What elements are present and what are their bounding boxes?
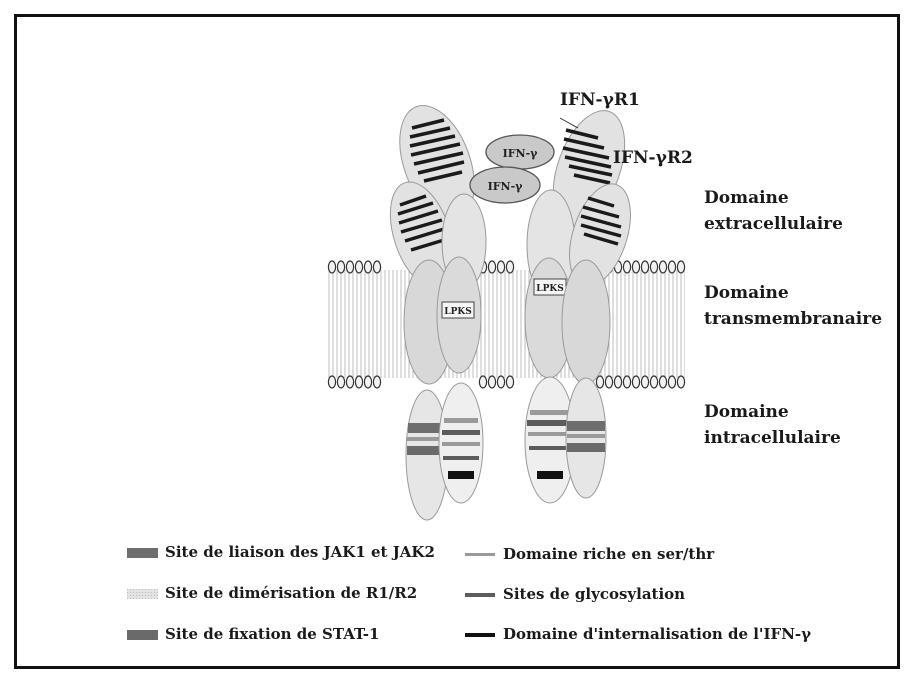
right-r1-intern bbox=[537, 471, 563, 479]
left-r2-serthr-1 bbox=[444, 418, 478, 423]
lipid-head bbox=[658, 375, 668, 389]
label-transmembrane-1: Domaine bbox=[704, 283, 789, 303]
lipid-head bbox=[372, 260, 382, 274]
right-r1-serthr-1 bbox=[530, 410, 570, 415]
lipid-head bbox=[667, 375, 677, 389]
lipid-head bbox=[336, 375, 346, 389]
right-r2-stripes bbox=[580, 196, 622, 246]
lipid-head bbox=[354, 260, 364, 274]
lipid-head bbox=[363, 375, 373, 389]
label-transmembrane-2: transmembranaire bbox=[704, 309, 883, 329]
lipid-head bbox=[478, 375, 488, 389]
right-r2-jak-site bbox=[567, 421, 605, 431]
lipid-head bbox=[622, 260, 632, 274]
legend-glyco-label: Sites de glycosylation bbox=[503, 585, 686, 603]
lipid-head bbox=[604, 375, 614, 389]
right-r1-upper-stripes bbox=[562, 128, 613, 185]
right-r2-stat-site bbox=[567, 443, 605, 452]
lipid-head bbox=[676, 260, 686, 274]
left-r2-glyco-1 bbox=[442, 430, 480, 435]
lipid-head bbox=[496, 375, 506, 389]
membrane-heads-bottom bbox=[327, 375, 686, 389]
legend-intern-label: Domaine d'internalisation de l'IFN-γ bbox=[503, 625, 812, 643]
legend-stat-swatch bbox=[127, 630, 158, 640]
lipid-head bbox=[649, 260, 659, 274]
lipid-head bbox=[676, 375, 686, 389]
legend-serthr-label: Domaine riche en ser/thr bbox=[503, 545, 715, 563]
left-lpks-label: LPKS bbox=[444, 307, 471, 317]
label-ifn-r2: IFN-γR2 bbox=[613, 148, 693, 168]
legend-dimer-label: Site de dimérisation de R1/R2 bbox=[165, 584, 418, 602]
lipid-head bbox=[622, 375, 632, 389]
legend-glyco-swatch bbox=[465, 593, 495, 597]
right-r2-receptor bbox=[561, 183, 631, 499]
lipid-head bbox=[631, 260, 641, 274]
lipid-head bbox=[505, 375, 515, 389]
lipid-head bbox=[667, 260, 677, 274]
lipid-head bbox=[327, 260, 337, 274]
legend-serthr-swatch bbox=[465, 553, 495, 556]
legend-intern-swatch bbox=[465, 633, 495, 637]
left-r2-intern bbox=[448, 471, 474, 479]
left-r2-glyco-2 bbox=[443, 456, 479, 460]
right-r2-tm-domain bbox=[561, 259, 611, 385]
lipid-head bbox=[658, 260, 668, 274]
lipid-head bbox=[354, 375, 364, 389]
left-r1-lower-stripes bbox=[397, 194, 445, 252]
lipid-head bbox=[487, 260, 497, 274]
lipid-head bbox=[345, 260, 355, 274]
lipid-head bbox=[496, 260, 506, 274]
right-lpks-label: LPKS bbox=[536, 284, 563, 294]
left-r1-serthr-1 bbox=[407, 437, 447, 441]
left-r2-receptor: LPKS bbox=[436, 193, 487, 504]
left-lpks-box bbox=[441, 301, 475, 319]
lipid-head bbox=[345, 375, 355, 389]
lipid-head bbox=[363, 260, 373, 274]
label-intracellular-2: intracellulaire bbox=[704, 428, 841, 448]
lipid-head bbox=[649, 375, 659, 389]
label-extracellular-2: extracellulaire bbox=[704, 214, 843, 234]
lipid-head bbox=[595, 375, 605, 389]
lipid-head bbox=[505, 260, 515, 274]
legend-swatches bbox=[127, 548, 495, 640]
right-r1-glyco-2 bbox=[529, 446, 571, 450]
ifn-gamma-top-label: IFN-γ bbox=[503, 147, 539, 160]
membrane-tails bbox=[328, 270, 685, 378]
left-r1-upper-stripes bbox=[409, 118, 465, 183]
lipid-head bbox=[487, 375, 497, 389]
lipid-head bbox=[336, 260, 346, 274]
label-ifn-r1: IFN-γR1 bbox=[560, 90, 640, 110]
label-extracellular-1: Domaine bbox=[704, 188, 789, 208]
left-r1-stat-site bbox=[407, 446, 447, 455]
legend-dimer-swatch bbox=[127, 589, 158, 599]
lipid-head bbox=[613, 375, 623, 389]
lipid-head bbox=[372, 375, 382, 389]
r1-leader-line bbox=[559, 117, 579, 129]
ifn-gamma-bottom-label: IFN-γ bbox=[488, 180, 524, 193]
ifn-gamma-bottom bbox=[469, 166, 541, 204]
right-r1-glyco-1 bbox=[527, 420, 573, 426]
legend-jak-swatch bbox=[127, 548, 158, 558]
legend-stat-label: Site de fixation de STAT-1 bbox=[165, 625, 380, 643]
lipid-head bbox=[631, 375, 641, 389]
ifn-gamma-dimer: IFN-γ IFN-γ bbox=[469, 134, 555, 204]
lipid-head bbox=[640, 375, 650, 389]
lipid-head bbox=[327, 375, 337, 389]
legend-jak-label: Site de liaison des JAK1 et JAK2 bbox=[165, 543, 435, 561]
label-intracellular-1: Domaine bbox=[704, 402, 789, 422]
right-r1-serthr-2 bbox=[528, 432, 572, 436]
right-r2-serthr-1 bbox=[567, 434, 605, 438]
lipid-head bbox=[640, 260, 650, 274]
left-r1-jak-site bbox=[408, 423, 446, 433]
left-r2-serthr-2 bbox=[442, 442, 480, 446]
